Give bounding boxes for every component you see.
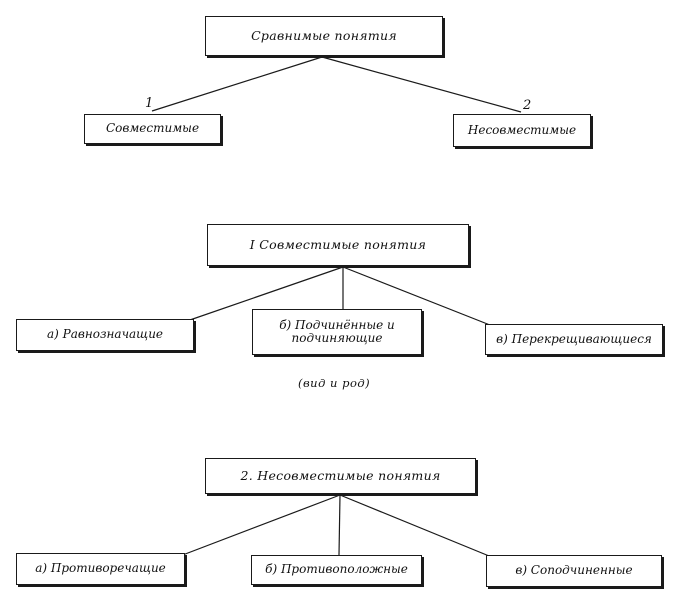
- connector-incompatible-to-contradictory: [179, 494, 341, 557]
- contradictory-label: а) Противоречащие: [35, 561, 166, 576]
- connector-compared-to-compatible: [151, 56, 323, 112]
- compared-concepts-box: Сравнимые понятия: [205, 16, 443, 56]
- genus-species-note: (вид и род): [298, 376, 371, 390]
- coordinate-label: в) Соподчиненные: [515, 563, 633, 578]
- compared-concepts-label: Сравнимые понятия: [251, 28, 397, 44]
- compatible-box: Совместимые: [84, 114, 221, 144]
- contradictory-box: а) Противоречащие: [16, 553, 185, 585]
- opposite-box: б) Противоположные: [251, 555, 422, 585]
- connector-compatible-to-overlapping: [342, 266, 496, 328]
- subordinate-label-line1: б) Подчинённые и: [279, 317, 395, 332]
- connector-compared-to-incompatible: [321, 56, 522, 113]
- branch-number-2: 2: [523, 98, 532, 113]
- incompatible-concepts-box: 2. Несовместимые понятия: [205, 458, 476, 494]
- connector-compatible-to-equivalent: [186, 266, 344, 322]
- connector-incompatible-to-opposite: [338, 494, 341, 556]
- branch-number-1: 1: [145, 96, 154, 111]
- incompatible-box: Несовместимые: [453, 114, 591, 147]
- connector-incompatible-to-coordinate: [339, 494, 495, 559]
- incompatible-label: Несовместимые: [467, 122, 577, 137]
- incompatible-concepts-label: 2. Несовместимые понятия: [240, 468, 441, 484]
- opposite-label: б) Противоположные: [265, 562, 408, 577]
- subordinate-box: б) Подчинённые и подчиняющие: [252, 309, 422, 355]
- overlapping-box: в) Перекрещивающиеся: [485, 324, 663, 355]
- coordinate-box: в) Соподчиненные: [486, 555, 662, 587]
- overlapping-label: в) Перекрещивающиеся: [496, 331, 652, 346]
- subordinate-label-line2: подчиняющие: [291, 331, 383, 345]
- compatible-label: Совместимые: [105, 121, 200, 136]
- compatible-concepts-box: I Совместимые понятия: [207, 224, 469, 266]
- equivalent-label: а) Равнозначащие: [46, 327, 164, 342]
- compatible-concepts-label: I Совместимые понятия: [249, 237, 427, 253]
- equivalent-box: а) Равнозначащие: [16, 319, 194, 351]
